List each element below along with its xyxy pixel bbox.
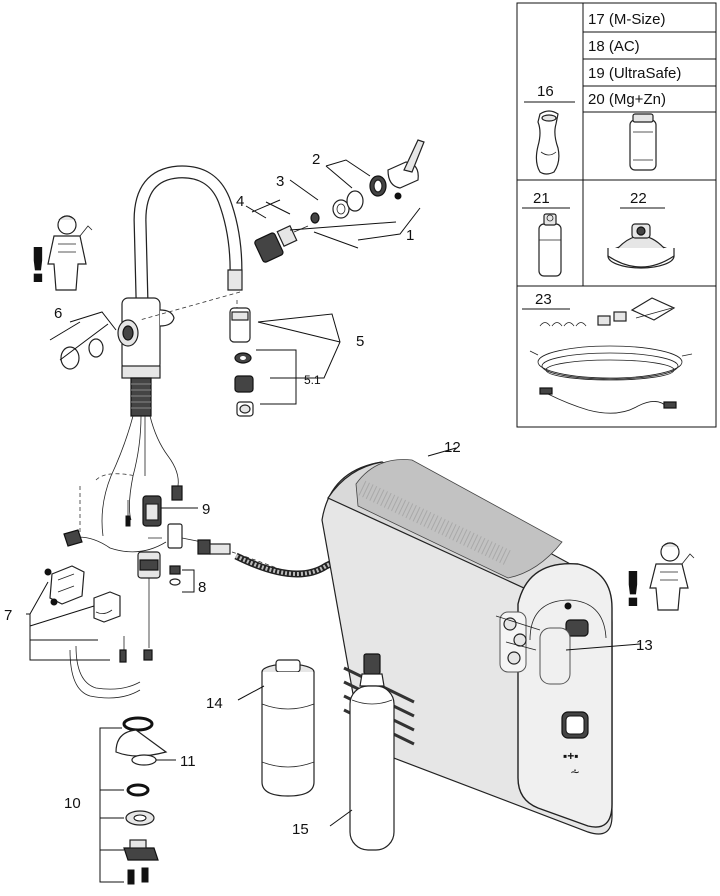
cartridge-4: [254, 224, 309, 263]
callout-8: 8: [198, 579, 206, 596]
callout-14: 14: [206, 695, 223, 712]
bottle-16-drawing: [535, 110, 560, 175]
filter-label-19: 19 (UltraSafe): [588, 65, 681, 82]
filter-14: [237, 659, 315, 797]
bottle-21-drawing: [538, 213, 562, 277]
installer-warning-icon: !: [622, 542, 695, 618]
callout-9: 9: [202, 501, 210, 518]
nozzle-parts-5-1: [234, 352, 254, 417]
label-23: 23: [535, 291, 552, 308]
callout-10: 10: [64, 795, 81, 812]
callout-3: 3: [276, 173, 284, 190]
callout-1: 1: [406, 227, 414, 244]
connection-hoses: [63, 473, 183, 553]
seal-rings-6: [59, 323, 109, 370]
callout-13: 13: [636, 637, 653, 654]
label-16: 16: [537, 83, 554, 100]
connector-9: [142, 495, 198, 527]
callout-12: 12: [444, 439, 461, 456]
installation-kit-23-drawing: [529, 297, 693, 414]
mounting-parts: [99, 716, 176, 885]
svg-text:▪+▪: ▪+▪: [563, 749, 579, 763]
warning-glyph-2: !: [622, 562, 644, 618]
svg-text:⩪: ⩪: [570, 765, 580, 779]
callout-15: 15: [292, 821, 309, 838]
filter-label-17: 17 (M-Size): [588, 11, 666, 28]
label-21: 21: [533, 190, 550, 207]
warning-glyph: !: [27, 238, 49, 294]
handle-assembly: [254, 139, 425, 263]
faucet-drawing: [101, 165, 251, 537]
installer-warning-icon: !: [27, 215, 93, 294]
callout-11: 11: [180, 753, 196, 770]
callout-lines-top: [49, 159, 421, 405]
label-22: 22: [630, 190, 647, 207]
bracket-7: [26, 565, 153, 699]
parts-8: [169, 565, 195, 593]
lever-1: [387, 139, 425, 200]
accessory-box: 17 (M-Size) 18 (AC) 19 (UltraSafe) 20 (M…: [516, 2, 717, 428]
callout-6: 6: [54, 305, 62, 322]
filter-cartridge-drawing: [629, 113, 657, 171]
callout-4: 4: [236, 193, 244, 210]
valve-body: [137, 551, 161, 648]
callout-numbers: 1 2 3 4 5 5.1 6 7 8 9 10 11 12 13 14 15: [4, 151, 653, 838]
callout-2: 2: [312, 151, 320, 168]
co2-bottle-15: [329, 653, 395, 851]
filter-label-20: 20 (Mg+Zn): [588, 91, 666, 108]
callout-7: 7: [4, 607, 12, 624]
filter-label-18: 18 (AC): [588, 38, 640, 55]
callout-5-1: 5.1: [304, 373, 321, 387]
cap-22-drawing: [607, 223, 675, 269]
callout-5: 5: [356, 333, 364, 350]
